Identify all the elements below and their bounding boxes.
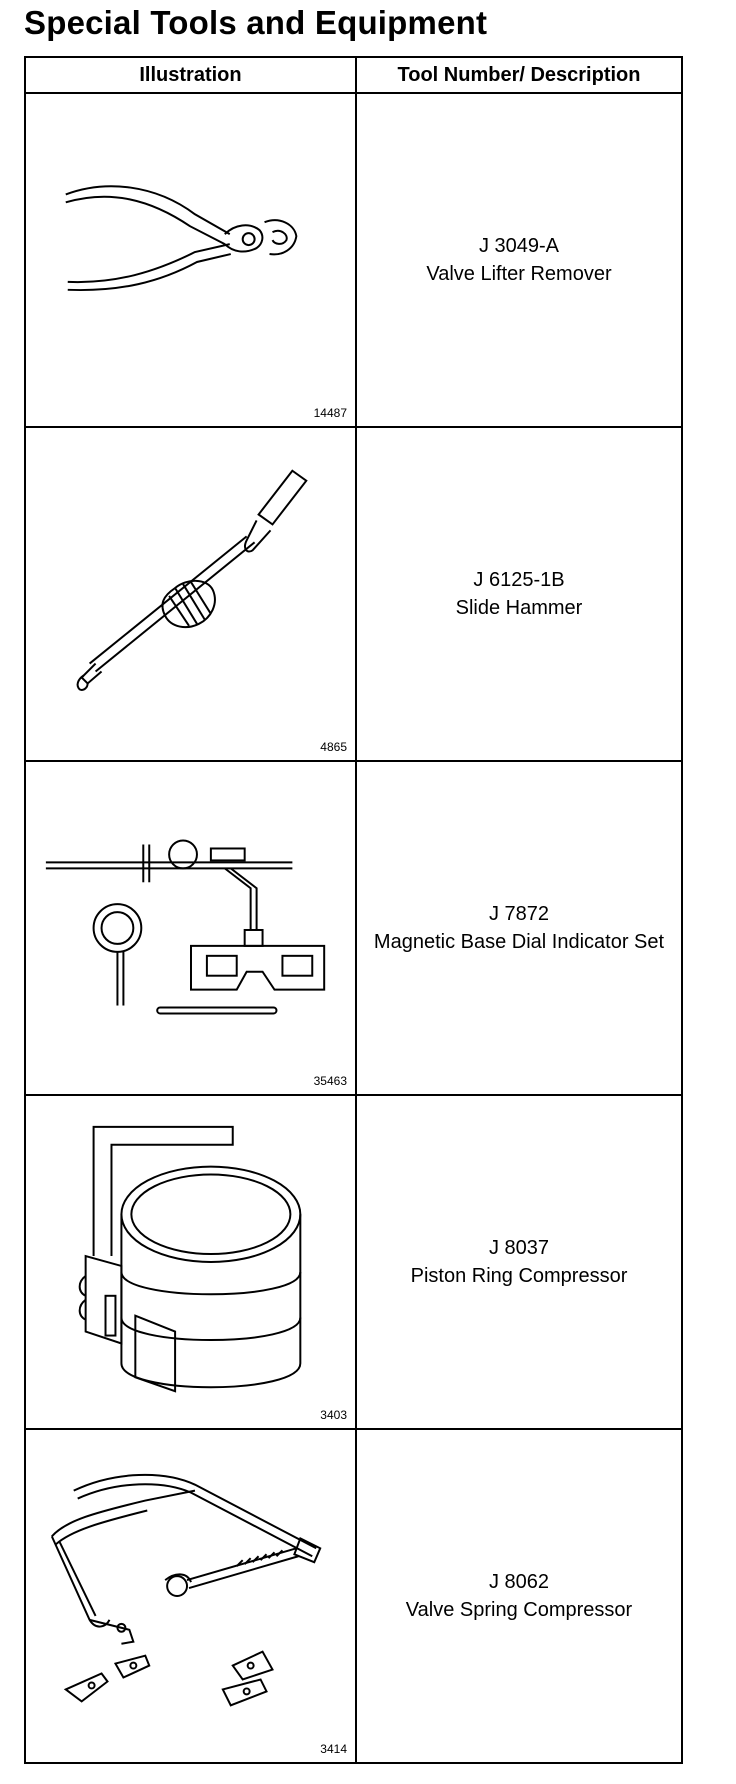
illustration-cell: 14487 [24, 92, 357, 428]
illustration-cell: 35463 [24, 760, 357, 1096]
illustration-cell: 3414 [24, 1428, 357, 1764]
tool-number: J 8037 [488, 1237, 550, 1259]
tool-number: J 8062 [488, 1571, 550, 1593]
description-cell: J 8037 Piston Ring Compressor [355, 1094, 683, 1430]
table-row: 4865 J 6125-1B Slide Hammer [24, 426, 683, 762]
tools-table: Illustration Tool Number/ Description 14… [24, 56, 683, 1764]
page-title: Special Tools and Equipment [24, 4, 488, 41]
dial-indicator-icon [45, 839, 326, 1015]
figure-number: 14487 [313, 406, 347, 420]
tool-number: J 6125-1B [473, 569, 565, 591]
description-cell: J 6125-1B Slide Hammer [355, 426, 683, 762]
table-header-row: Illustration Tool Number/ Description [24, 56, 683, 94]
table-row: 3414 J 8062 Valve Spring Compressor [24, 1428, 683, 1764]
illustration-cell: 4865 [24, 426, 357, 762]
tool-description: Valve Lifter Remover [426, 263, 612, 285]
header-description: Tool Number/ Description [355, 56, 683, 94]
valve-spring-compressor-icon [50, 1473, 322, 1707]
tool-number: J 3049-A [478, 235, 560, 257]
description-cell: J 8062 Valve Spring Compressor [355, 1428, 683, 1764]
tool-description: Piston Ring Compressor [410, 1265, 628, 1287]
table-row: 14487 J 3049-A Valve Lifter Remover [24, 92, 683, 428]
figure-number: 3414 [320, 1742, 347, 1756]
tool-description: Valve Spring Compressor [405, 1599, 633, 1621]
illustration-cell: 3403 [24, 1094, 357, 1430]
description-cell: J 7872 Magnetic Base Dial Indicator Set [355, 760, 683, 1096]
table-row: 35463 J 7872 Magnetic Base Dial Indicato… [24, 760, 683, 1096]
figure-number: 4865 [320, 740, 347, 754]
tool-number: J 7872 [488, 903, 550, 925]
table-row: 3403 J 8037 Piston Ring Compressor [24, 1094, 683, 1430]
slide-hammer-icon [76, 469, 308, 691]
tool-description: Magnetic Base Dial Indicator Set [373, 931, 665, 953]
figure-number: 35463 [313, 1074, 347, 1088]
description-cell: J 3049-A Valve Lifter Remover [355, 92, 683, 428]
valve-lifter-remover-icon [65, 185, 298, 292]
piston-ring-compressor-icon [78, 1125, 302, 1393]
header-illustration: Illustration [24, 56, 357, 94]
tool-description: Slide Hammer [455, 597, 583, 619]
figure-number: 3403 [320, 1408, 347, 1422]
